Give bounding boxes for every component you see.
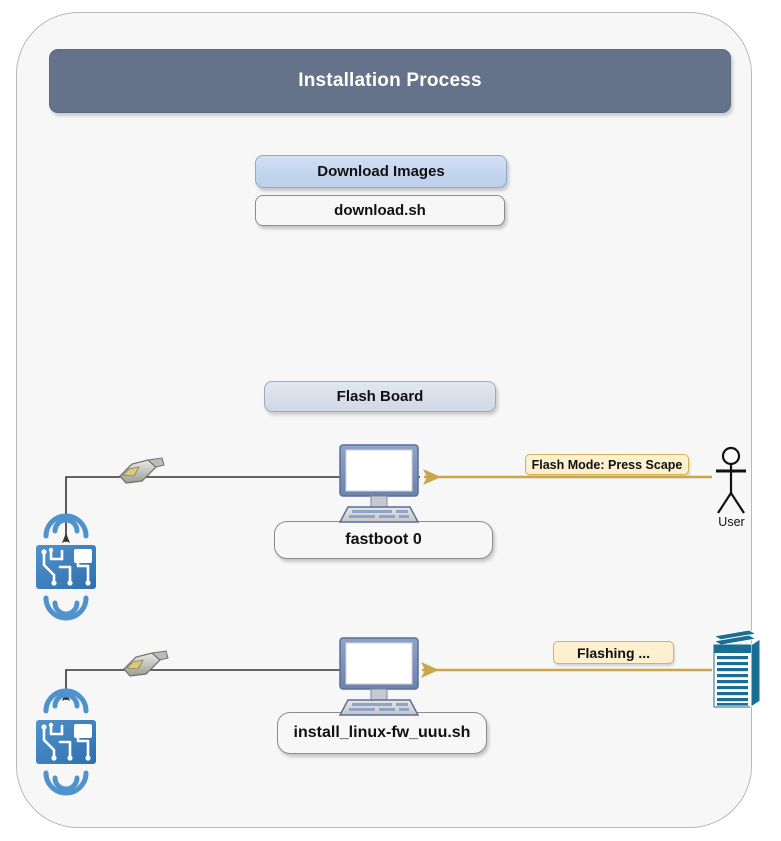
flashing-note: Flashing ... bbox=[553, 641, 674, 664]
download-images-header[interactable]: Download Images bbox=[255, 155, 507, 188]
install-script-box[interactable]: install_linux-fw_uuu.sh bbox=[277, 712, 487, 754]
page-title: Installation Process bbox=[298, 70, 482, 91]
diagram-outer-frame bbox=[16, 12, 752, 828]
fastboot-script-box[interactable]: fastboot 0 bbox=[274, 521, 493, 559]
page-title-bar: Installation Process bbox=[49, 49, 731, 113]
download-script-box[interactable]: download.sh bbox=[255, 195, 505, 226]
user-actor-label: User bbox=[718, 515, 745, 529]
flash-board-header[interactable]: Flash Board bbox=[264, 381, 496, 412]
flash-mode-note: Flash Mode: Press Scape bbox=[525, 454, 689, 475]
